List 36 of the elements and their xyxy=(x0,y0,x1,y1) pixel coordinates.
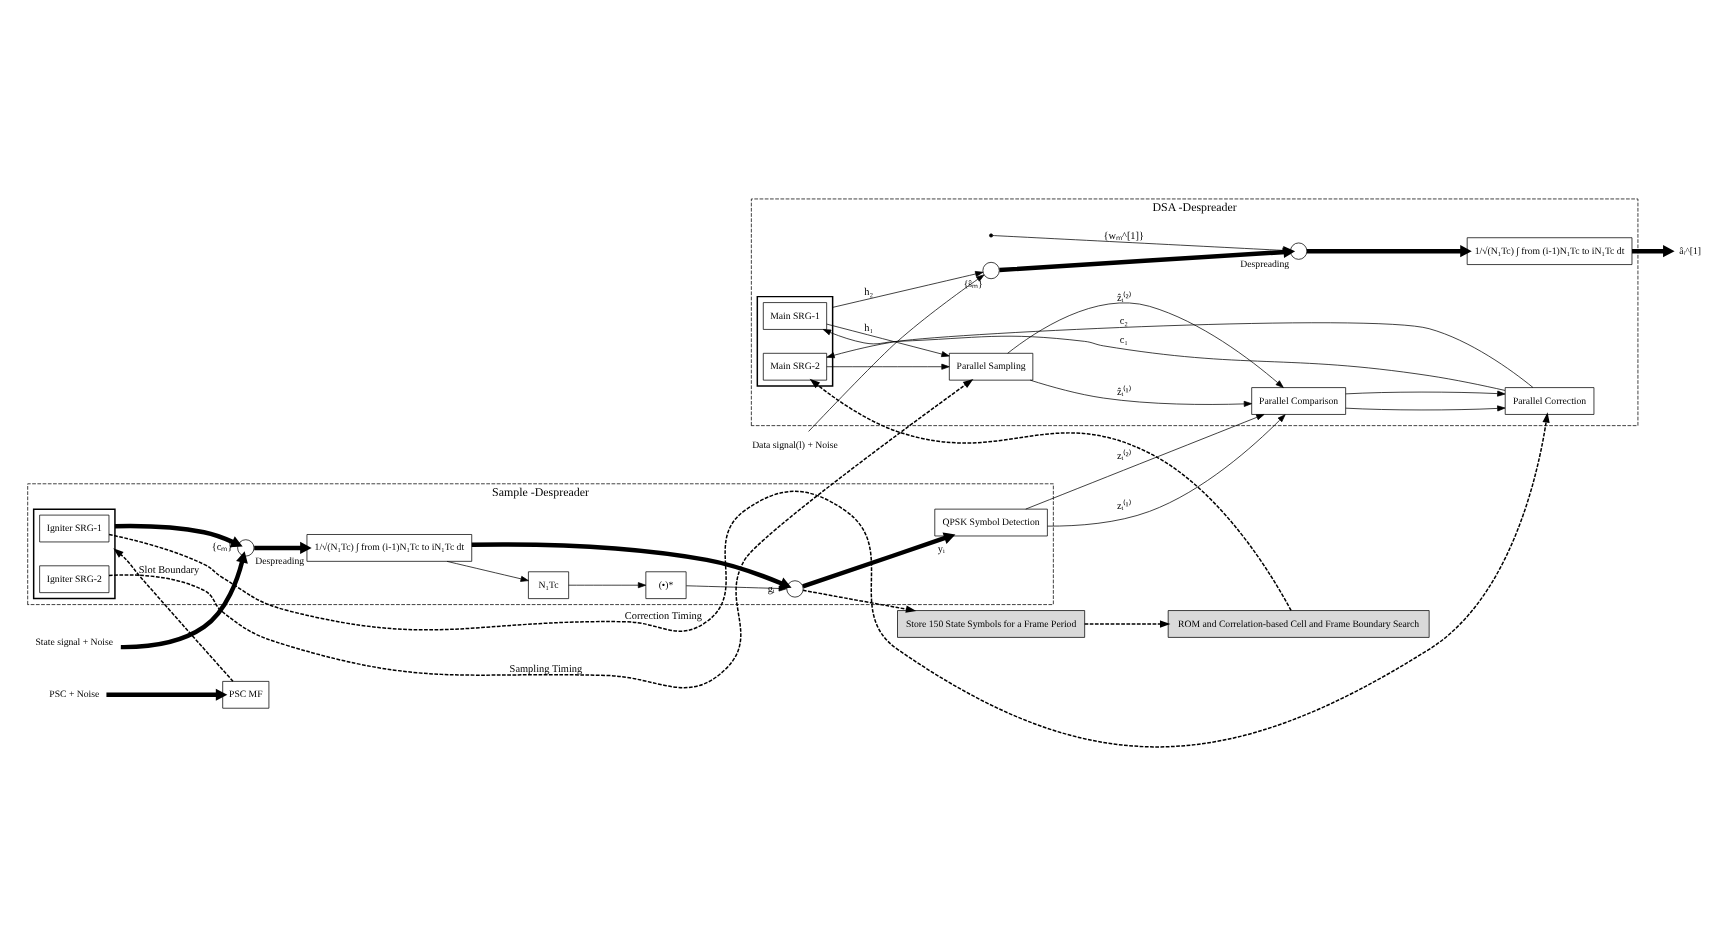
arrow xyxy=(108,412,1550,748)
arrow xyxy=(471,542,792,589)
arrow xyxy=(686,585,787,592)
arrow xyxy=(802,589,917,613)
arrow xyxy=(826,322,1534,388)
arrow xyxy=(1306,245,1472,258)
arrow xyxy=(1029,379,1252,407)
arrow xyxy=(1345,390,1506,397)
arrow xyxy=(802,532,956,589)
arrow xyxy=(568,582,647,589)
arrow xyxy=(106,688,228,701)
arrow xyxy=(254,541,312,554)
arrow xyxy=(1632,245,1675,258)
arrow xyxy=(1083,620,1171,628)
node-circle xyxy=(1290,242,1308,260)
arrow xyxy=(992,235,1296,259)
arrow xyxy=(446,561,529,582)
node-circle xyxy=(237,539,255,557)
arrow xyxy=(832,271,984,308)
arrow xyxy=(826,363,950,370)
arrow xyxy=(120,551,248,650)
arrow xyxy=(822,329,1506,391)
node-circle xyxy=(786,580,804,598)
arrow xyxy=(113,548,234,682)
arrow xyxy=(826,323,950,358)
arrow xyxy=(808,274,985,432)
arrow xyxy=(809,378,1292,612)
node-circle xyxy=(982,261,1000,280)
cluster xyxy=(32,508,116,600)
arrow xyxy=(1007,302,1284,388)
arrow xyxy=(1025,414,1265,510)
arrow xyxy=(999,246,1296,273)
arrow xyxy=(108,378,974,689)
arrow xyxy=(1345,405,1506,412)
arrow xyxy=(1047,414,1286,527)
arrow xyxy=(114,523,243,548)
